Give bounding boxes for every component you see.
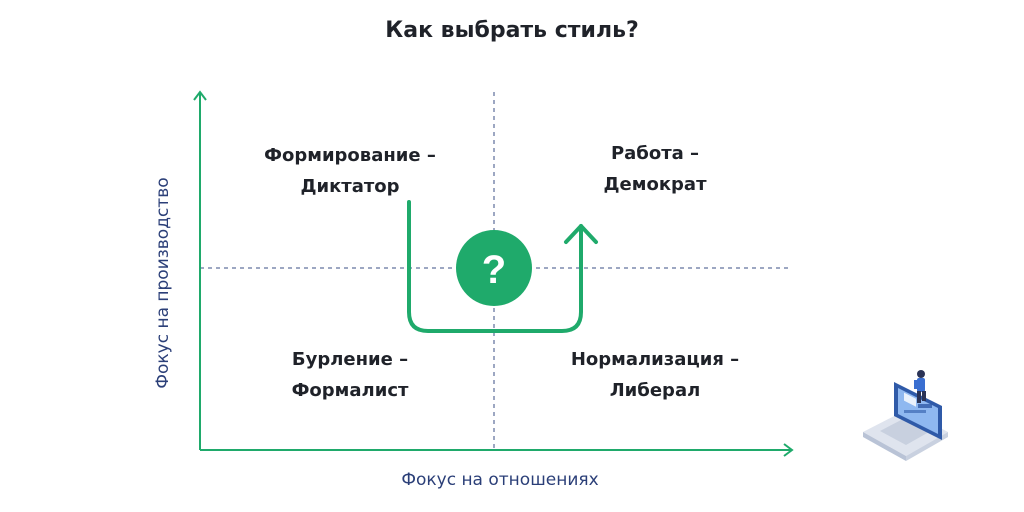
quadrant-style: Диктатор [300, 176, 400, 197]
quadrant-stage: Бурление – [291, 349, 409, 370]
question-badge: ? [456, 230, 532, 306]
arrow-head-icon [564, 224, 598, 244]
quadrant-bottom-right: Нормализация – Либерал [505, 344, 805, 406]
quadrant-top-right: Работа – Демократ [505, 138, 805, 200]
question-mark: ? [482, 248, 506, 292]
quadrant-bottom-left: Бурление – Формалист [205, 344, 495, 406]
transition-arrow [407, 200, 598, 333]
x-axis-label: Фокус на отношениях [401, 470, 599, 490]
quadrant-stage: Нормализация – [570, 349, 740, 370]
quadrant-top-left: Формирование – Диктатор [205, 140, 495, 202]
y-axis [193, 90, 207, 450]
y-axis-arrow-icon [193, 90, 207, 101]
person-on-laptop-icon [863, 370, 948, 461]
quadrant-stage: Работа – [610, 143, 700, 164]
x-axis-arrow-icon [783, 443, 794, 457]
quadrant-style: Либерал [609, 380, 701, 401]
quadrant-stage: Формирование – [264, 145, 436, 166]
quadrant-style: Формалист [291, 380, 409, 401]
y-axis-label: Фокус на производство [153, 177, 173, 389]
quadrant-style: Демократ [603, 174, 707, 195]
page-title: Как выбрать стиль? [385, 18, 639, 43]
x-axis [200, 443, 794, 457]
